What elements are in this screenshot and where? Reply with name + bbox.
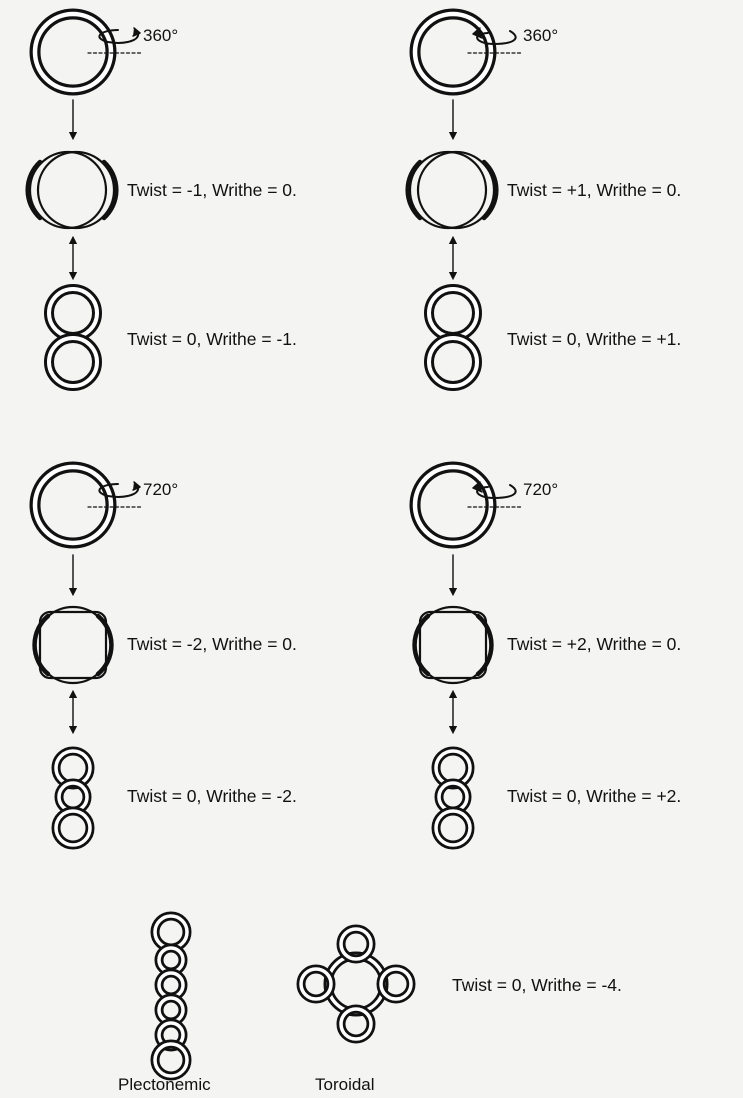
caption-plectonemic: Plectonemic [118, 1076, 211, 1093]
ring-720-right [415, 467, 491, 543]
label-twist-neg2: Twist = -2, Writhe = 0. [127, 636, 297, 654]
figure-eight-pos1 [429, 289, 477, 386]
label-writhe-pos1: Twist = 0, Writhe = +1. [507, 331, 681, 349]
twisted-ring-neg1 [28, 152, 117, 228]
twisted-ring-pos1 [408, 152, 497, 228]
figure-eight-neg1 [49, 289, 97, 386]
rotation-label-720-left: 720° [143, 481, 178, 498]
twisted-ring-neg2 [35, 607, 112, 683]
ring-360-left [35, 14, 111, 90]
caption-toroidal: Toroidal [315, 1076, 375, 1093]
twisted-ring-pos2 [415, 607, 492, 683]
rotation-label-720-right: 720° [523, 481, 558, 498]
label-writhe-neg2: Twist = 0, Writhe = -2. [127, 788, 297, 806]
label-writhe-neg1: Twist = 0, Writhe = -1. [127, 331, 297, 349]
toroidal-supercoil [301, 929, 411, 1039]
ring-360-right [415, 14, 491, 90]
label-twist-pos1: Twist = +1, Writhe = 0. [507, 182, 681, 200]
rotation-label-360-right: 360° [523, 27, 558, 44]
plectonemic-supercoil [155, 916, 187, 1076]
rotation-label-360-left: 360° [143, 27, 178, 44]
writhe-chain-neg2 [56, 751, 90, 845]
label-writhe-pos2: Twist = 0, Writhe = +2. [507, 788, 681, 806]
label-writhe-neg4: Twist = 0, Writhe = -4. [452, 977, 622, 995]
label-twist-pos2: Twist = +2, Writhe = 0. [507, 636, 681, 654]
writhe-chain-pos2 [436, 751, 470, 845]
ring-720-left [35, 467, 111, 543]
label-twist-neg1: Twist = -1, Writhe = 0. [127, 182, 297, 200]
